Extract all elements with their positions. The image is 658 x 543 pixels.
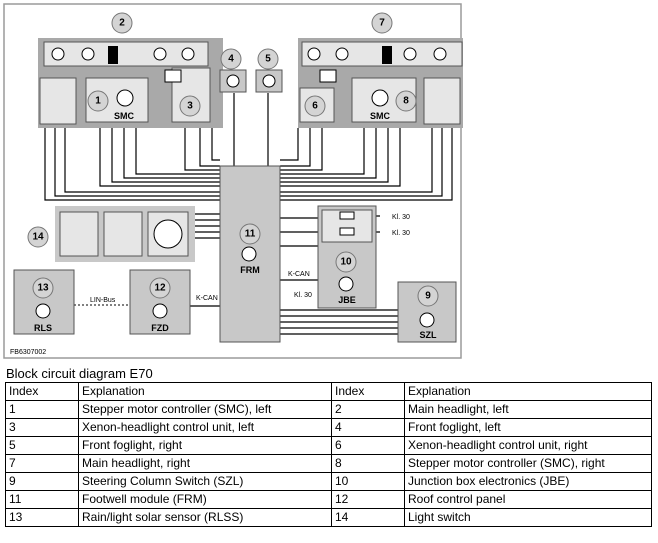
explanation-cell: Junction box electronics (JBE) [404,472,652,491]
num-8: 8 [403,96,409,107]
num-14: 14 [32,232,44,243]
index-bubbles [27,12,439,307]
block-circuit-diagram: 2 7 1 3 4 5 6 8 9 10 11 12 13 14 SMC SMC… [3,3,463,359]
wiring [44,93,453,335]
index-cell: 3 [5,418,79,437]
num-12: 12 [154,283,166,294]
smc-right-label: SMC [370,111,391,121]
kcan-label-1: K-CAN [288,271,310,278]
szl-label: SZL [420,330,438,340]
rls-label: RLS [34,323,52,333]
explanation-cell: Stepper motor controller (SMC), right [404,454,652,473]
index-cell: 6 [331,436,405,455]
header-index-2: Index [331,382,405,401]
kl30-label-2: Kl. 30 [392,230,410,237]
num-1: 1 [95,96,101,107]
index-cell: 4 [331,418,405,437]
kcan-label-2: K-CAN [196,295,218,302]
explanation-cell: Xenon-headlight control unit, right [404,436,652,455]
num-4: 4 [228,54,234,65]
legend-header-row: Index Explanation Index Explanation [5,382,652,401]
explanation-cell: Roof control panel [404,490,652,509]
num-2: 2 [119,18,125,29]
explanation-cell: Front foglight, left [404,418,652,437]
num-11: 11 [245,229,256,240]
header-explanation-1: Explanation [78,382,332,401]
frm-label: FRM [240,265,260,275]
index-cell: 13 [5,508,79,527]
num-5: 5 [265,54,271,65]
explanation-cell: Light switch [404,508,652,527]
num-13: 13 [37,283,49,294]
header-explanation-2: Explanation [404,382,652,401]
explanation-cell: Footwell module (FRM) [78,490,332,509]
diagram-caption: Block circuit diagram E70 [6,366,153,381]
headlight-right [298,38,463,128]
index-cell: 14 [331,508,405,527]
explanation-cell: Main headlight, right [78,454,332,473]
num-9: 9 [425,291,431,302]
index-cell: 10 [331,472,405,491]
diagram-code: FB6307002 [10,349,46,356]
num-6: 6 [312,101,318,112]
jbe-label: JBE [338,295,356,305]
index-cell: 8 [331,454,405,473]
num-7: 7 [379,18,385,29]
explanation-cell: Steering Column Switch (SZL) [78,472,332,491]
explanation-cell: Front foglight, right [78,436,332,455]
linbus-label: LIN-Bus [90,297,116,304]
num-3: 3 [187,101,193,112]
explanation-cell: Stepper motor controller (SMC), left [78,400,332,419]
explanation-cell: Main headlight, left [404,400,652,419]
fzd-label: FZD [151,323,169,333]
index-cell: 9 [5,472,79,491]
smc-left-label: SMC [114,111,135,121]
index-cell: 1 [5,400,79,419]
index-cell: 11 [5,490,79,509]
explanation-cell: Xenon-headlight control unit, left [78,418,332,437]
num-10: 10 [340,257,352,268]
index-cell: 12 [331,490,405,509]
explanation-cell: Rain/light solar sensor (RLSS) [78,508,332,527]
kl30-label-3: Kl. 30 [294,292,312,299]
index-cell: 2 [331,400,405,419]
index-cell: 5 [5,436,79,455]
kl30-label-1: Kl. 30 [392,214,410,221]
header-index-1: Index [5,382,79,401]
index-cell: 7 [5,454,79,473]
